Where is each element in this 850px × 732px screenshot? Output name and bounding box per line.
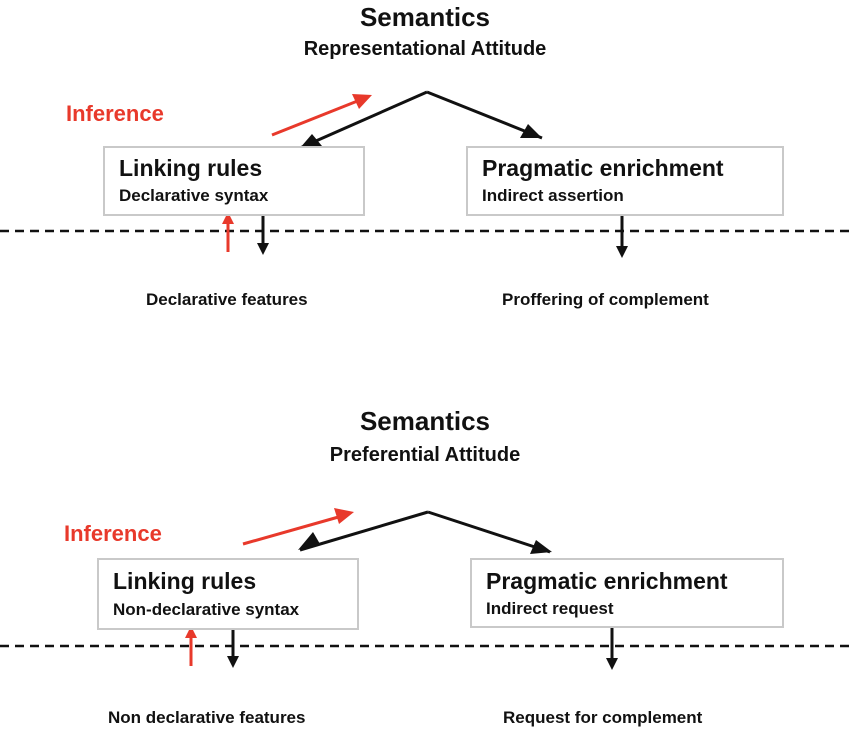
- arrowhead-icon: [298, 532, 320, 550]
- linking-rules-subtitle: Declarative syntax: [119, 186, 269, 205]
- arrowhead-icon: [334, 508, 354, 524]
- inference-label: Inference: [66, 101, 164, 126]
- diagram-panel-preferential: Semantics Preferential Attitude Inferenc…: [0, 366, 850, 732]
- arrowhead-icon: [300, 134, 322, 148]
- arrows-layer: [0, 90, 850, 258]
- pragmatic-enrichment-title: Pragmatic enrichment: [482, 155, 724, 181]
- pragmatic-enrichment-title: Pragmatic enrichment: [486, 568, 728, 594]
- right-feature-label: Proffering of complement: [502, 290, 709, 309]
- arrowhead-icon: [606, 658, 618, 670]
- arrowhead-icon: [222, 212, 234, 224]
- left-feature-label: Non declarative features: [108, 708, 306, 727]
- pragmatic-enrichment-box: Pragmatic enrichment Indirect assertion: [466, 146, 784, 216]
- arrowhead-icon: [520, 124, 542, 138]
- inference-arrow: [271, 98, 361, 137]
- inference-label: Inference: [64, 521, 162, 546]
- arrowhead-icon: [227, 656, 239, 668]
- arrowhead-icon: [185, 626, 197, 638]
- arrowhead-icon: [352, 94, 372, 109]
- pragmatic-enrichment-subtitle: Indirect assertion: [482, 186, 624, 205]
- panel-title: Semantics: [359, 406, 491, 436]
- linking-rules-box: Linking rules Declarative syntax: [103, 146, 365, 216]
- linking-rules-box: Linking rules Non-declarative syntax: [97, 558, 359, 630]
- pragmatic-enrichment-subtitle: Indirect request: [486, 599, 614, 618]
- branch-arrow-to-linking: [299, 90, 428, 150]
- arrows-layer: [0, 508, 850, 670]
- inference-arrow: [242, 514, 343, 546]
- diagram-panel-representational: Semantics Representational Attitude Infe…: [0, 2, 850, 309]
- right-feature-label: Request for complement: [503, 708, 703, 727]
- left-feature-label: Declarative features: [146, 290, 308, 309]
- arrowhead-icon: [616, 246, 628, 258]
- linking-rules-title: Linking rules: [119, 155, 263, 181]
- branch-arrow-to-pragmatic: [426, 90, 543, 140]
- panel-subtitle: Preferential Attitude: [329, 444, 521, 466]
- panel-subtitle: Representational Attitude: [303, 38, 547, 60]
- linking-rules-subtitle: Non-declarative syntax: [113, 600, 300, 619]
- branch-arrow-to-linking: [299, 510, 429, 552]
- branch-arrow-to-pragmatic: [427, 510, 551, 554]
- panel-title: Semantics: [359, 2, 491, 32]
- linking-rules-title: Linking rules: [113, 568, 257, 594]
- pragmatic-enrichment-box: Pragmatic enrichment Indirect request: [470, 558, 784, 628]
- arrowhead-icon: [530, 540, 552, 554]
- arrowhead-icon: [257, 243, 269, 255]
